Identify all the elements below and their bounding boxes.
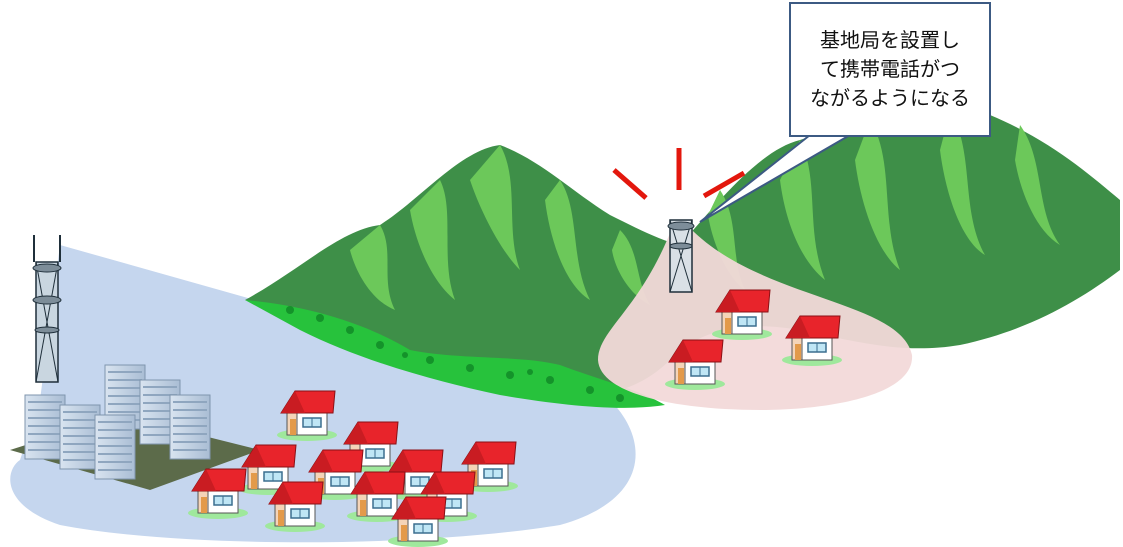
city-base-station-tower xyxy=(32,235,62,383)
forest-band xyxy=(245,300,665,408)
callout-box: 基地局を設置し て携帯電話がつ ながるようになる xyxy=(789,2,991,137)
mountain-ridges xyxy=(350,112,1060,310)
mountain-base-station-tower xyxy=(667,219,695,293)
city-buildings xyxy=(10,364,260,490)
callout-text: 基地局を設置し て携帯電話がつ ながるようになる xyxy=(810,26,970,113)
callout-line-3: ながるようになる xyxy=(810,86,970,110)
signal-marks xyxy=(612,148,746,200)
callout-line-1: 基地局を設置し xyxy=(820,28,960,52)
callout-line-2: て携帯電話がつ xyxy=(820,57,960,81)
